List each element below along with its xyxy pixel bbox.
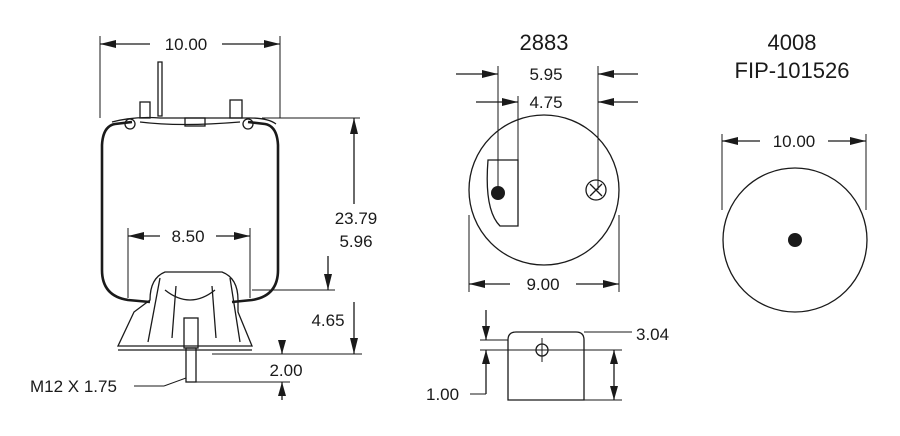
- stud-length-arrow-top: [278, 340, 286, 354]
- inner-spacing-arrow-left: [502, 98, 518, 106]
- offset-label: 1.00: [426, 385, 459, 404]
- piston-height-label: 4.65: [311, 311, 344, 330]
- max-height-arrow-top: [350, 118, 358, 134]
- offset-arrow-top: [482, 326, 490, 340]
- piston-width-arrow-right: [234, 232, 250, 240]
- piston-ribs: [147, 277, 241, 343]
- bottom-diameter-arrow-left: [722, 137, 738, 145]
- diameter-label: 9.00: [526, 275, 559, 294]
- bottom-diameter-arrow-right: [850, 137, 866, 145]
- top-stud-right: [229, 99, 243, 119]
- bellows-right-side: [231, 120, 280, 304]
- offset-arrow-bottom: [482, 350, 490, 364]
- piston-dome: [164, 289, 216, 301]
- piston-outline: [116, 271, 253, 347]
- fip-number: FIP-101526: [735, 58, 850, 83]
- top-plate-view: 2883 5.95 4.75 9.00: [456, 30, 638, 294]
- diameter-arrow-left: [469, 280, 485, 288]
- bracket-height-arrow-top: [610, 350, 618, 364]
- bracket-outline: [507, 331, 585, 401]
- top-nut-left: [139, 101, 151, 119]
- top-width-arrow-right: [264, 40, 280, 48]
- inner-spacing-arrow-right: [598, 98, 614, 106]
- outer-spacing-label: 5.95: [529, 65, 562, 84]
- bracket-detail: 3.04 1.00: [426, 310, 669, 404]
- bracket-height-label: 3.04: [636, 325, 669, 344]
- bottom-plate-circle: [722, 167, 868, 313]
- top-width-arrow-left: [100, 40, 116, 48]
- diameter-arrow-right: [603, 280, 619, 288]
- top-bracket-outline: [486, 159, 519, 227]
- stud-length-label: 2.00: [269, 361, 302, 380]
- thread-label: M12 X 1.75: [30, 377, 117, 396]
- thread-leader: [163, 377, 187, 387]
- mounting-stud-dot: [491, 186, 505, 200]
- side-view: 10.00 8.50 23: [30, 35, 377, 400]
- bracket-height-arrow-bottom: [610, 386, 618, 400]
- outer-spacing-arrow-right: [598, 70, 614, 78]
- max-height-label: 23.79: [335, 209, 378, 228]
- top-part-number: 2883: [520, 30, 569, 55]
- max-height-arrow-bottom: [350, 338, 358, 354]
- bellows-left-side: [100, 120, 151, 304]
- bottom-stud-boss: [183, 317, 199, 349]
- air-fitting-circle: [585, 179, 607, 201]
- piston-width-arrow-left: [128, 232, 144, 240]
- outer-spacing-arrow-left: [482, 70, 498, 78]
- min-height-arrow: [324, 274, 332, 290]
- top-width-label: 10.00: [165, 35, 208, 54]
- bottom-plate-view: 4008 FIP-101526 10.00: [721, 30, 868, 313]
- bead-plate-lower: [139, 121, 241, 126]
- center-stud-dot: [788, 233, 802, 247]
- top-plate-circle: [468, 114, 620, 266]
- bottom-part-number: 4008: [768, 30, 817, 55]
- top-air-fitting: [184, 117, 206, 127]
- min-height-label: 5.96: [339, 232, 372, 251]
- bottom-diameter-label: 10.00: [773, 132, 816, 151]
- top-bracket-tab: [157, 61, 163, 117]
- stud-length-arrow-bottom: [278, 382, 286, 396]
- bead-roll-right: [242, 118, 254, 130]
- air-fitting-cross: [589, 183, 603, 197]
- bottom-stud: [185, 347, 197, 383]
- piston-width-label: 8.50: [171, 227, 204, 246]
- inner-spacing-label: 4.75: [529, 93, 562, 112]
- bead-roll-left: [124, 118, 136, 130]
